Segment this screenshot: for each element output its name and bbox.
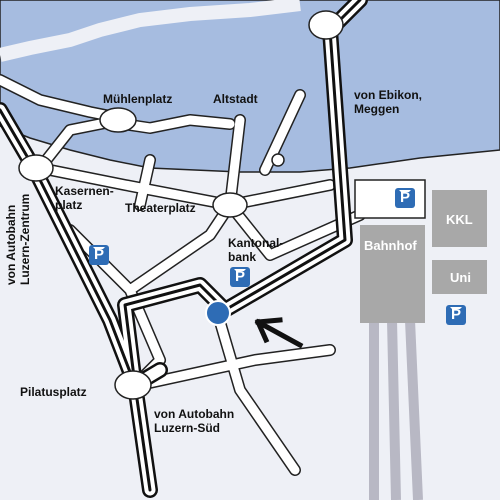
roundabout-theaterplatz <box>212 192 248 218</box>
label-ebikon-1: von Ebikon, <box>354 88 423 102</box>
label-kantonalbank-1: Kantonal- <box>228 236 284 250</box>
label-bahnhof: Bahnhof <box>364 238 417 253</box>
destination-marker <box>205 300 231 326</box>
parking-letter: P <box>450 306 461 323</box>
parking-roof-icon <box>399 190 411 194</box>
block-bahnhof <box>360 225 425 323</box>
label-muehlenplatz: Mühlenplatz <box>103 92 173 106</box>
label-zentrum-2: Luzern-Zentrum <box>18 193 32 285</box>
parking-icon: P <box>230 267 250 287</box>
roundabout-kasernenplatz <box>18 154 54 182</box>
label-kasernenplatz-2: platz <box>55 198 83 212</box>
parking-letter: P <box>234 268 245 285</box>
lake <box>0 0 500 173</box>
parking-icon: P <box>446 305 466 325</box>
parking-icon: P <box>395 188 415 208</box>
parking-letter: P <box>399 189 410 206</box>
roundabout-pilatusplatz <box>114 370 152 400</box>
label-sued-2: Luzern-Süd <box>154 421 220 435</box>
block-uni <box>432 260 487 294</box>
label-kasernenplatz-1: Kasernen- <box>55 184 114 198</box>
block-kkl <box>432 190 487 247</box>
label-uni: Uni <box>450 270 471 285</box>
label-sued-1: von Autobahn <box>154 407 235 421</box>
parking-letter: P <box>93 246 104 263</box>
label-theaterplatz: Theaterplatz <box>125 201 196 215</box>
label-pilatusplatz: Pilatusplatz <box>20 385 87 399</box>
roundabout-north <box>308 10 344 40</box>
label-ebikon-2: Meggen <box>354 102 400 116</box>
parking-icon: P <box>89 245 109 265</box>
parking-roof-icon <box>234 269 246 273</box>
label-kkl: KKL <box>446 212 473 227</box>
reuss-river <box>0 0 301 62</box>
rail-tracks <box>369 319 423 500</box>
small-roundabout <box>271 153 285 167</box>
roundabout-muehlenplatz <box>99 107 137 133</box>
label-kantonalbank-2: bank <box>228 250 257 264</box>
destination-arrow <box>254 317 304 349</box>
parking-roof-icon <box>93 247 105 251</box>
label-altstadt: Altstadt <box>213 92 258 106</box>
label-zentrum-1: von Autobahn <box>4 204 18 285</box>
parking-roof-icon <box>450 307 462 311</box>
